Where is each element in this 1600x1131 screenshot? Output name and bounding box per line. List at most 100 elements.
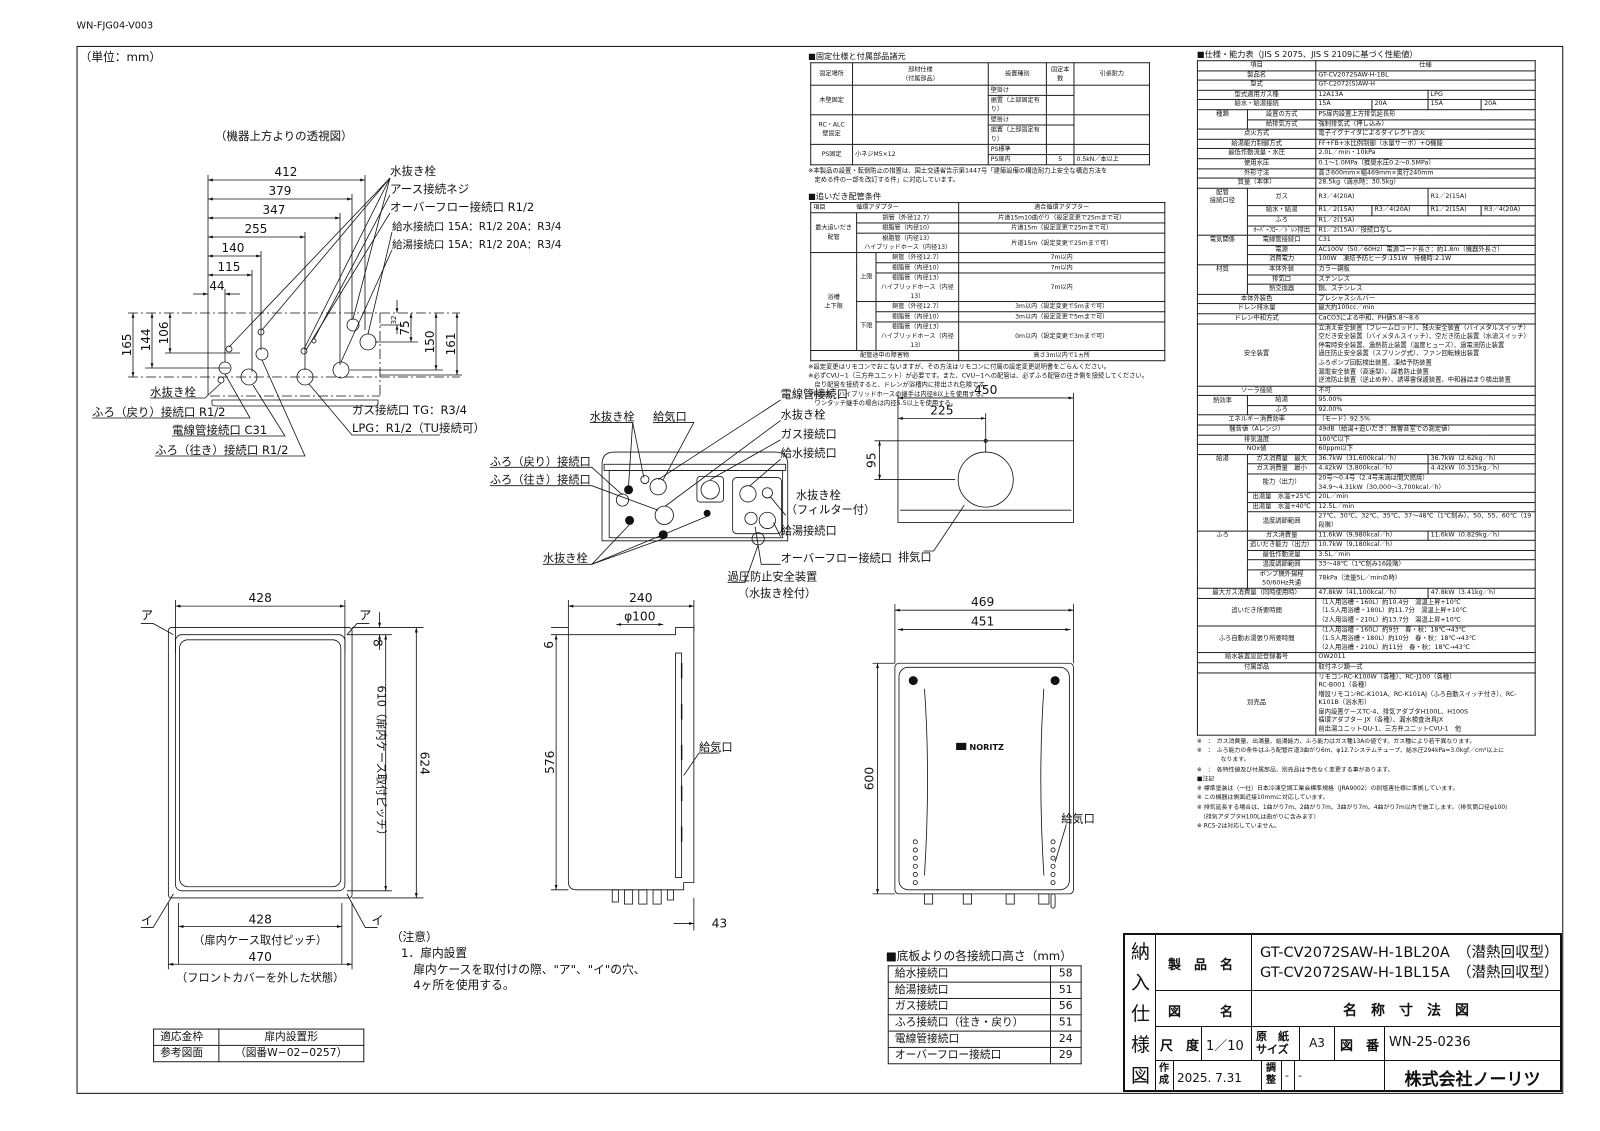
label-air-inlet-side: 給気口 <box>699 740 733 754</box>
text-label: GT-CV2072SAW-H-1BL20A （潜熱回収型） <box>1260 945 1559 961</box>
noritz-logo-mark <box>956 742 967 750</box>
table-row: 材質本体外装カラー鋼板 <box>1196 264 1536 276</box>
connection-height: 58 <box>1049 965 1082 983</box>
spec-value: 4.42kW（3,800kcal／h） <box>1315 463 1429 475</box>
top-plan-view <box>874 392 1074 552</box>
text-label: 扉内設置形 <box>217 1028 365 1046</box>
text-label: 据置（上部固定有り） <box>987 124 1047 145</box>
label-drain-plug: 水抜き栓 <box>390 164 436 178</box>
text-label: 過圧防止安全装置 <box>728 570 818 584</box>
cover-note: （フロントカバーを外した状態） <box>176 971 344 985</box>
label-gas-tg: ガス接続口 TG：R3/4 <box>352 403 467 417</box>
text-label: 適応金枠 <box>153 1028 220 1046</box>
top-perspective-view: （機器上方よりの透視図） 412 379 <box>91 129 562 457</box>
document-code: WN-FJG04-V003 <box>76 20 154 32</box>
caution-line2: 4ヶ所を使用する。 <box>413 977 515 992</box>
spec-value: 60ppm以下 <box>1315 444 1536 455</box>
spec-value: 78kPa（流量5L／minの時） <box>1315 569 1536 589</box>
fixing-note: ※本製品の設置・転倒防止の措置は、国土交通省告示第1447号「建築設備の構造耐力… <box>808 167 1108 184</box>
text-label: 最大追いだき配管 <box>810 212 858 254</box>
spec-label: 騒音値（Aレンジ） <box>1196 424 1317 436</box>
table-row: ドレン排水量最大約100cc／min <box>1196 303 1536 315</box>
spec-label: 追いだき所要時間 <box>1196 597 1317 627</box>
label-air-inlet-front: 給気口 <box>1061 811 1095 825</box>
table-row: 別売品リモコンRC-K100W（各種）、RC-J100（各種） RC-B001（… <box>1196 671 1536 736</box>
spec-label: 最低作動流量・水圧 <box>1196 148 1317 160</box>
spec-group <box>1196 464 1248 475</box>
spec-label: 製品名 <box>1196 70 1317 81</box>
middle-column: ■固定仕様と付属部品諸元 固定場所部材仕様 （付属部品）設置種別固定本数引張耐力… <box>808 51 1167 408</box>
unit-label: （単位：mm） <box>79 49 162 65</box>
spec-value: 12A13A <box>1315 89 1429 101</box>
text-label: 参考図面 <box>153 1044 220 1063</box>
spec-value: R1／2(15A)／接続口なし <box>1315 225 1536 236</box>
spec-value: 2.0L／min・10kPa <box>1315 148 1536 160</box>
spec-label: 本体外装色 <box>1196 293 1317 305</box>
adjust-value-1: - <box>1282 1061 1295 1090</box>
reheat-notes: ※設定変更はリモコンでおこないますが、その方法はリモコンに付属の設定変更説明書を… <box>808 363 1149 408</box>
label-gas-lpg: LPG：R1/2（TU接続可） <box>352 421 485 435</box>
text-label: 片道15m（設定変更で25mまで可） <box>958 232 1166 254</box>
spec-sublabel: 給湯 <box>1246 395 1317 406</box>
side-view <box>551 599 720 931</box>
spec-label: 安全装置 <box>1196 322 1317 387</box>
text-label: 壁掛け <box>987 114 1047 126</box>
dim-379: 379 <box>269 184 292 198</box>
text-label: 入 <box>1130 972 1150 994</box>
dim-470: 470 <box>249 950 272 964</box>
spec-value: 3.5L／min <box>1315 549 1536 561</box>
text-label: 片道15m（設定変更で25mまで可） <box>958 222 1166 234</box>
fixing-table: 固定場所部材仕様 （付属部品）設置種別固定本数引張耐力 木壁固定壁掛け 据置（上… <box>810 62 1150 166</box>
text-label: RC・ALC 壁固定 <box>810 114 854 145</box>
label-overflow: オーバーフロー接続口 R1/2 <box>390 200 534 214</box>
spec-value: 36.7kW（31,600kcal／h） <box>1315 453 1429 465</box>
spec-header-item: 項目 <box>1196 60 1317 71</box>
mark-i-left: イ <box>141 913 153 927</box>
text-label: PS標準 <box>987 143 1047 156</box>
spec-value: カラー鋼板 <box>1315 264 1536 276</box>
text-label: 水抜き栓 <box>781 407 826 421</box>
spec-group: 熱効率 <box>1196 395 1248 406</box>
product-label: 製 品 名 <box>1156 935 1252 991</box>
scale-value: 1／10 <box>1202 1027 1252 1061</box>
mark-a-left: ア <box>141 608 153 622</box>
spec-value: 強制排気式（押し込み） <box>1315 118 1536 130</box>
spec-value: 4.42kW（0.315kg／h） <box>1427 463 1536 475</box>
text-label: 浴槽 上下限 <box>810 252 858 352</box>
text-label: 引張耐力 <box>1073 62 1150 86</box>
spec-value: 高さ600mm×幅469mm×奥行240mm <box>1315 167 1536 179</box>
spec-value: リモコンRC-K100W（各種）、RC-J100（各種） RC-B001（各種）… <box>1315 671 1536 736</box>
spec-sublabel: 出湯量 水温+40℃ <box>1246 501 1317 513</box>
vent-holes-left <box>912 839 918 886</box>
text-label: ふろ（往き）接続口 <box>490 473 591 487</box>
text-label: 配管途中の障害物 <box>810 349 960 362</box>
text-label: 仕 <box>1130 1003 1150 1025</box>
spec-group <box>1196 405 1248 416</box>
dim-610: 610（扉内ケース取付ピッチ） <box>375 686 389 841</box>
spec-sublabel: 出湯量 水温+25℃ <box>1246 492 1317 503</box>
frame-table: 適応金枠扉内設置形 参考図面（図番W−02−0257） <box>153 1028 365 1063</box>
connection-name: ガス接続口 <box>887 997 1051 1016</box>
table-row: 外形寸法高さ600mm×幅469mm×奥行240mm <box>1196 167 1536 179</box>
dim-44: 44 <box>209 279 224 293</box>
spec-sublabel: ふろ <box>1246 404 1317 416</box>
spec-group <box>1196 274 1248 285</box>
spec-value: 95.00% <box>1315 395 1536 406</box>
spec-header: 項目仕様 <box>1196 60 1536 71</box>
dim-6: 6 <box>542 641 556 649</box>
spec-value: 100W 凍結予防ヒータ:151W 待機時:2.1W <box>1315 254 1536 266</box>
table-row: 安全装置立消え安全装置（フレームロッド）、残火安全装置（バイメタルスイッチ） 空… <box>1196 322 1536 387</box>
connection-height: 56 <box>1049 997 1082 1016</box>
made-label: 作 成 <box>1156 1061 1174 1090</box>
text-label: （図番W−02−0257） <box>217 1044 365 1063</box>
text-label: 固定場所 <box>810 62 854 86</box>
